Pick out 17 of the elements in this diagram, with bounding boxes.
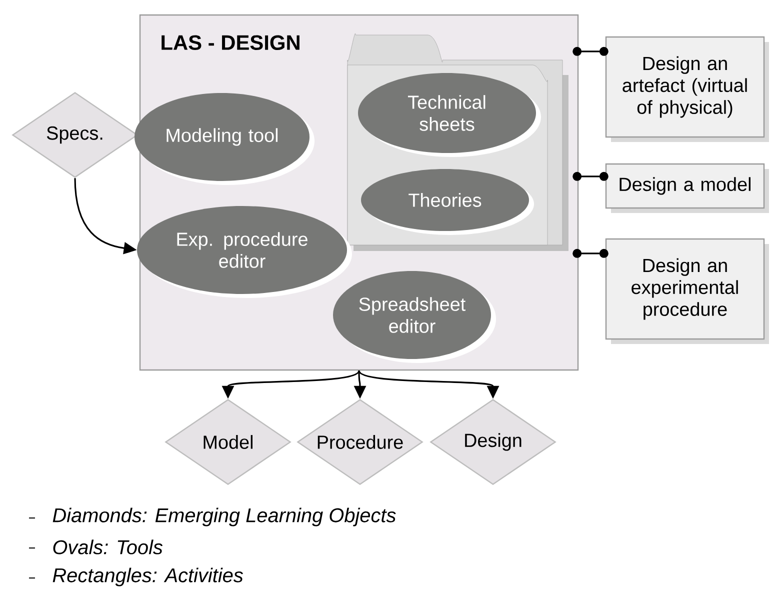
tool-oval: Theories <box>361 169 534 235</box>
activity-box: Design an artefact (virtual of physical) <box>605 36 769 142</box>
connector <box>572 172 608 181</box>
legend-note: Rectangles: Activities <box>52 568 243 586</box>
connector <box>572 46 608 56</box>
tool-oval: Technical sheets <box>358 73 541 157</box>
tool-oval: Modeling tool <box>134 93 314 185</box>
tool-oval: Exp. procedure editor <box>137 206 352 298</box>
activity-box: Design a model <box>605 163 769 213</box>
node-label: Exp. procedure editor <box>177 232 308 268</box>
activity-box: Design an experimental procedure <box>605 238 769 344</box>
tool-oval: Spreadsheet editor <box>333 271 496 363</box>
node-label: Modeling tool <box>166 128 278 146</box>
connector <box>572 248 608 258</box>
heading: LAS - DESIGN <box>162 35 300 50</box>
legend-note: Diamonds: Emerging Learning Objects <box>52 508 396 526</box>
legend-note: Ovals: Tools <box>53 540 163 554</box>
